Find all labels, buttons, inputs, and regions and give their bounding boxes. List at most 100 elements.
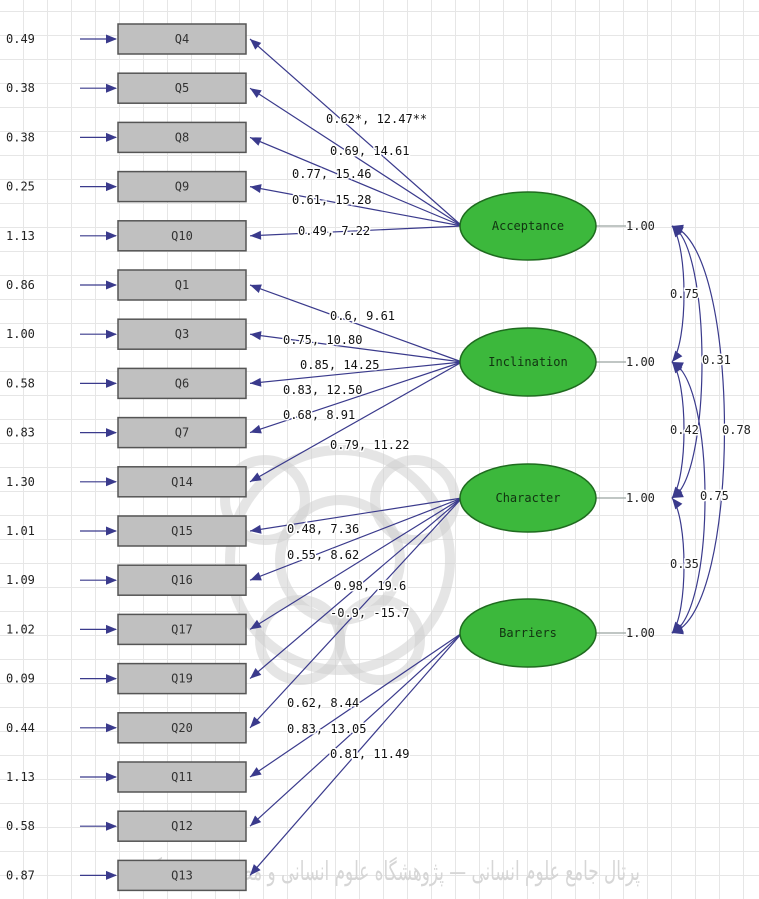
latent-variance-label: 1.00 (626, 491, 655, 505)
indicator-label: Q7 (175, 426, 189, 440)
indicator-box (117, 712, 247, 744)
indicator-box (117, 416, 247, 449)
loading-arrow (249, 497, 463, 729)
covariance-arc (671, 225, 726, 634)
error-variance-label: 0.49 (6, 32, 35, 46)
indicator-label: Q8 (175, 130, 189, 144)
error-variance-label: 1.01 (6, 524, 35, 538)
error-arrowhead (106, 329, 117, 339)
latent-variance-label: 1.00 (626, 626, 655, 640)
indicator-box (117, 170, 247, 203)
indicator-box (117, 613, 247, 646)
indicator-box (117, 269, 247, 301)
indicator-label: Q15 (171, 524, 193, 538)
covariance-arc (671, 225, 703, 499)
error-variance-label: 0.58 (6, 819, 35, 833)
loading-label: 0.77, 15.46 (292, 167, 371, 181)
latent-inclination: Inclination (459, 327, 597, 397)
indicator-box (117, 220, 247, 252)
latent-variance-label: 1.00 (626, 355, 655, 369)
latent-ellipse (459, 327, 597, 397)
indicator-box (117, 810, 247, 842)
indicator-q5: Q5 (117, 72, 247, 104)
loading-arrow (249, 136, 463, 227)
indicator-box (117, 121, 247, 154)
latent-barriers: Barriers (459, 598, 597, 668)
indicator-label: Q19 (171, 672, 193, 686)
indicator-label: Q12 (171, 819, 193, 833)
error-arrowhead (106, 870, 117, 880)
error-variance-label: 0.09 (6, 672, 35, 686)
loading-label: 0.83, 13.05 (287, 722, 366, 736)
loading-arrowhead (250, 137, 262, 146)
loading-arrowhead (250, 572, 262, 581)
latent-ellipse (459, 191, 597, 261)
loading-arrow (249, 333, 463, 363)
loading-arrow (249, 361, 463, 384)
indicator-box (117, 859, 247, 892)
loading-arrow (249, 497, 463, 680)
latent-label: Inclination (488, 355, 567, 369)
error-variance-label: 1.02 (6, 622, 35, 636)
loading-label: 0.68, 8.91 (283, 408, 355, 422)
indicator-box (117, 662, 247, 695)
latent-ellipse (459, 598, 597, 668)
error-arrowhead (106, 378, 117, 388)
indicator-label: Q11 (171, 770, 193, 784)
indicator-label: Q10 (171, 229, 193, 243)
indicator-q13: Q13 (117, 859, 247, 892)
latent-variance-label: 1.00 (626, 219, 655, 233)
error-variance-label: 0.83 (6, 426, 35, 440)
error-variance-label: 1.13 (6, 770, 35, 784)
loading-label: 0.6, 9.61 (330, 309, 395, 323)
loading-label: 0.61, 15.28 (292, 193, 371, 207)
error-arrowhead (106, 674, 117, 684)
covariance-arrowhead (672, 362, 684, 371)
indicator-q1: Q1 (117, 269, 247, 301)
loading-arrow (249, 361, 463, 434)
indicator-label: Q4 (175, 32, 189, 46)
loading-label: 0.62, 8.44 (287, 696, 359, 710)
error-arrowhead (106, 280, 117, 290)
indicator-label: Q20 (171, 721, 193, 735)
latent-label: Acceptance (492, 219, 564, 233)
indicator-box (117, 72, 247, 104)
loading-arrowhead (250, 668, 262, 679)
error-arrowhead (106, 34, 117, 44)
indicator-q17: Q17 (117, 613, 247, 646)
loading-arrowhead (250, 424, 262, 434)
loading-arrowhead (250, 524, 262, 534)
indicator-q6: Q6 (117, 367, 247, 400)
covariance-label: 0.35 (670, 557, 699, 571)
latent-label: Barriers (499, 626, 557, 640)
error-variance-label: 0.38 (6, 130, 35, 144)
indicator-label: Q6 (175, 376, 189, 390)
covariance-arc (671, 361, 706, 634)
loading-label: 0.62*, 12.47** (326, 112, 427, 126)
loading-arrowhead (250, 230, 262, 240)
indicator-box (117, 23, 247, 55)
latent-acceptance: Acceptance (459, 191, 597, 261)
loading-arrow (249, 632, 463, 827)
covariance-arrowhead (672, 362, 683, 374)
loading-arrow (249, 186, 463, 227)
error-variance-label: 1.13 (6, 229, 35, 243)
loading-arrowhead (250, 184, 262, 194)
loading-arrow (249, 632, 463, 876)
indicator-label: Q14 (171, 475, 193, 489)
indicator-q14: Q14 (117, 466, 247, 498)
indicator-box (117, 367, 247, 400)
indicator-label: Q5 (175, 81, 189, 95)
error-arrowhead (106, 821, 117, 831)
error-arrowhead (106, 182, 117, 192)
loading-label: 0.55, 8.62 (287, 548, 359, 562)
indicator-q8: Q8 (117, 121, 247, 154)
indicator-label: Q16 (171, 573, 193, 587)
loading-arrowhead (250, 864, 261, 876)
indicator-box (117, 466, 247, 498)
error-arrowhead (106, 526, 117, 536)
loading-arrow (249, 361, 463, 483)
error-arrowhead (106, 83, 117, 93)
indicator-q10: Q10 (117, 220, 247, 252)
loading-label: 0.75, 10.80 (283, 333, 362, 347)
